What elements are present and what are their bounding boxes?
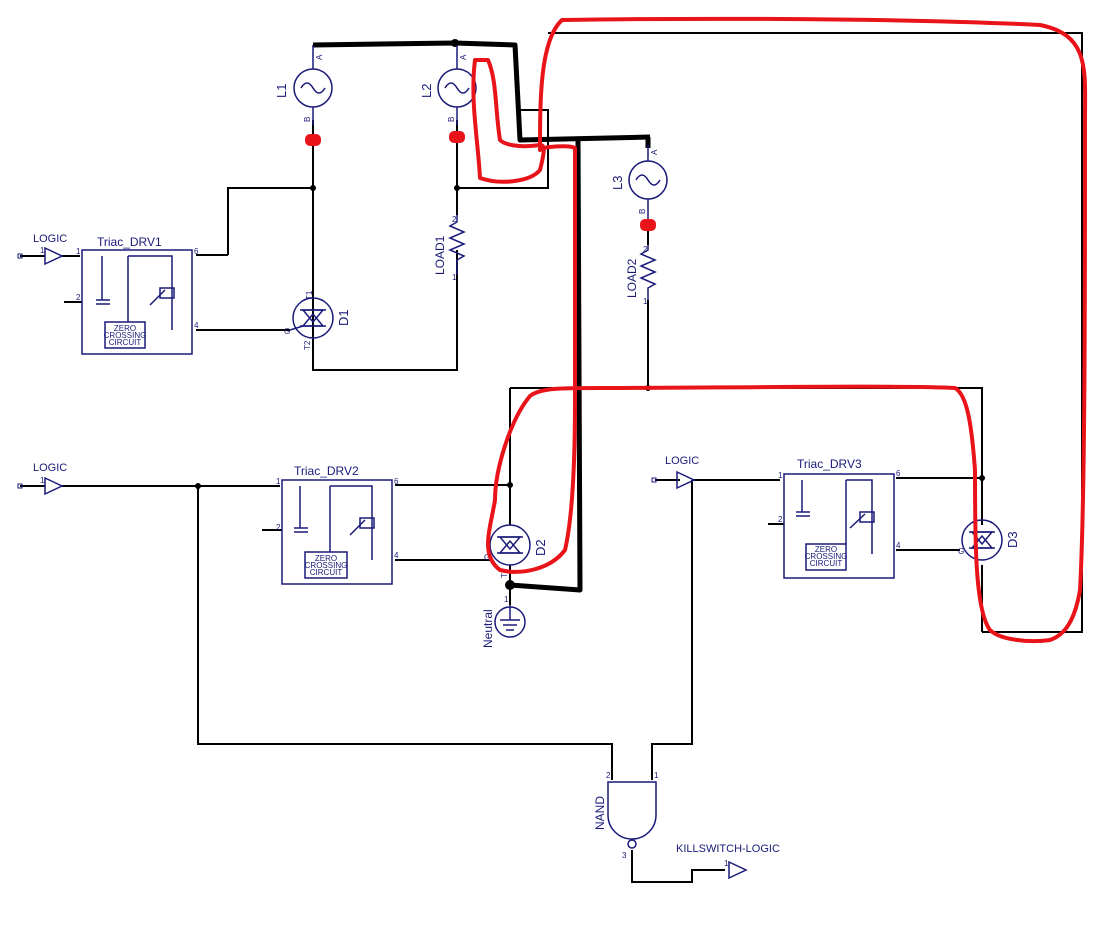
d1-pin-t1: T1 bbox=[305, 290, 314, 300]
nand-label: NAND bbox=[593, 796, 607, 830]
source-l3: L3 A B bbox=[610, 145, 668, 225]
triac-d3: D3 G bbox=[958, 519, 1020, 561]
d3-pin-g: G bbox=[958, 547, 964, 556]
drv3-zc-line1: ZERO bbox=[815, 545, 837, 554]
source-l1: L1 A B bbox=[274, 45, 333, 125]
drv1-zc-line1: ZERO bbox=[114, 324, 136, 333]
load2-pin-2: 2 bbox=[643, 245, 648, 254]
logic-port-2-pin: 1 bbox=[40, 476, 45, 485]
neutral-pin: 1 bbox=[504, 595, 509, 604]
drv2-pin-4: 4 bbox=[394, 551, 399, 560]
drv2-pin-1: 1 bbox=[276, 477, 281, 486]
killswitch-pin: 1 bbox=[724, 859, 729, 868]
d1-pin-t2: T2 bbox=[303, 340, 312, 350]
triac-driver-2: Triac_DRV2 ZERO CROSSING CIRCUIT 1 2 6 4 bbox=[276, 464, 399, 585]
logic-port-1-pin: 1 bbox=[40, 246, 45, 255]
drv3-zc-line2: CROSSING bbox=[805, 552, 848, 561]
l1-pin-b: B bbox=[303, 117, 312, 122]
drv2-zc-line3: CIRCUIT bbox=[310, 568, 343, 577]
load1-label: LOAD1 bbox=[433, 235, 447, 275]
drv2-zc-line2: CROSSING bbox=[305, 561, 348, 570]
d2-pin-g: G bbox=[484, 553, 490, 562]
l1-pin-a: A bbox=[315, 54, 324, 60]
drv1-pin-1: 1 bbox=[76, 247, 81, 256]
drv1-pin-2: 2 bbox=[76, 293, 81, 302]
triac-d1: D1 T1 T2 G bbox=[284, 290, 351, 350]
drv2-label: Triac_DRV2 bbox=[294, 464, 359, 478]
l2-pin-a: A bbox=[459, 54, 468, 60]
killswitch-label: KILLSWITCH-LOGIC bbox=[676, 843, 780, 855]
thick-wires bbox=[312, 39, 651, 593]
drv2-pin-2: 2 bbox=[276, 523, 281, 532]
drv2-zc-line1: ZERO bbox=[315, 554, 337, 563]
drv1-pin-4: 4 bbox=[194, 321, 199, 330]
logic-port-3-label: LOGIC bbox=[665, 455, 699, 467]
load2-label: LOAD2 bbox=[625, 258, 639, 298]
logic-port-1: LOGIC 1 bbox=[17, 233, 67, 266]
break-markers bbox=[305, 131, 656, 231]
wires bbox=[20, 32, 1083, 883]
triac-driver-3: Triac_DRV3 ZERO CROSSING CIRCUIT 1 2 6 4 bbox=[778, 457, 901, 579]
load2-resistor: LOAD2 2 1 bbox=[625, 245, 657, 306]
red-annotations bbox=[471, 16, 1088, 644]
logic-port-2-label: LOGIC bbox=[33, 462, 67, 474]
drv1-pin-6: 6 bbox=[194, 247, 199, 256]
l3-label: L3 bbox=[610, 176, 625, 190]
drv3-zc-line3: CIRCUIT bbox=[810, 559, 843, 568]
l3-pin-b: B bbox=[638, 209, 647, 214]
neutral-label: Neutral bbox=[481, 609, 495, 648]
triac-d2: D2 T1 G bbox=[484, 524, 548, 578]
load1-pin-2: 2 bbox=[452, 215, 457, 224]
load2-pin-1: 1 bbox=[643, 297, 648, 306]
annotation-route-right bbox=[486, 16, 1088, 644]
drv1-label: Triac_DRV1 bbox=[97, 235, 162, 249]
drv3-pin-6: 6 bbox=[896, 469, 901, 478]
logic-port-1-label: LOGIC bbox=[33, 233, 67, 245]
d1-pin-g: G bbox=[284, 327, 290, 336]
l2-pin-b: B bbox=[447, 117, 456, 122]
nand-gate: NAND 2 1 3 bbox=[593, 771, 659, 860]
drv3-pin-2: 2 bbox=[778, 515, 783, 524]
annotation-loop-l2 bbox=[471, 58, 546, 184]
d2-pin-t1: T1 bbox=[500, 568, 509, 578]
source-l2: L2 A B bbox=[419, 45, 477, 125]
neutral-ground: Neutral 1 bbox=[481, 595, 526, 648]
l3-pin-a: A bbox=[650, 149, 659, 155]
d3-label: D3 bbox=[1005, 531, 1020, 548]
killswitch-port: KILLSWITCH-LOGIC 1 bbox=[676, 843, 780, 880]
load1-resistor: LOAD1 2 1 bbox=[433, 215, 466, 282]
drv2-pin-6: 6 bbox=[394, 477, 399, 486]
drv1-zc-line3: CIRCUIT bbox=[109, 338, 142, 347]
drv3-pin-1: 1 bbox=[778, 471, 783, 480]
d2-label: D2 bbox=[533, 539, 548, 556]
nand-pin-2: 2 bbox=[606, 771, 611, 780]
drv1-zc-line2: CROSSING bbox=[104, 331, 147, 340]
l1-label: L1 bbox=[274, 84, 289, 98]
drv3-pin-4: 4 bbox=[896, 541, 901, 550]
nand-pin-3: 3 bbox=[622, 851, 627, 860]
logic-port-3: LOGIC bbox=[651, 455, 699, 490]
drv3-label: Triac_DRV3 bbox=[797, 457, 862, 471]
d1-label: D1 bbox=[336, 309, 351, 326]
load1-pin-1: 1 bbox=[452, 273, 457, 282]
nand-pin-1: 1 bbox=[654, 771, 659, 780]
logic-port-2: LOGIC 1 bbox=[17, 462, 67, 496]
triac-driver-1: Triac_DRV1 ZERO CROSSING CIRCUIT 1 2 6 4 bbox=[76, 235, 199, 355]
l2-label: L2 bbox=[419, 84, 434, 98]
